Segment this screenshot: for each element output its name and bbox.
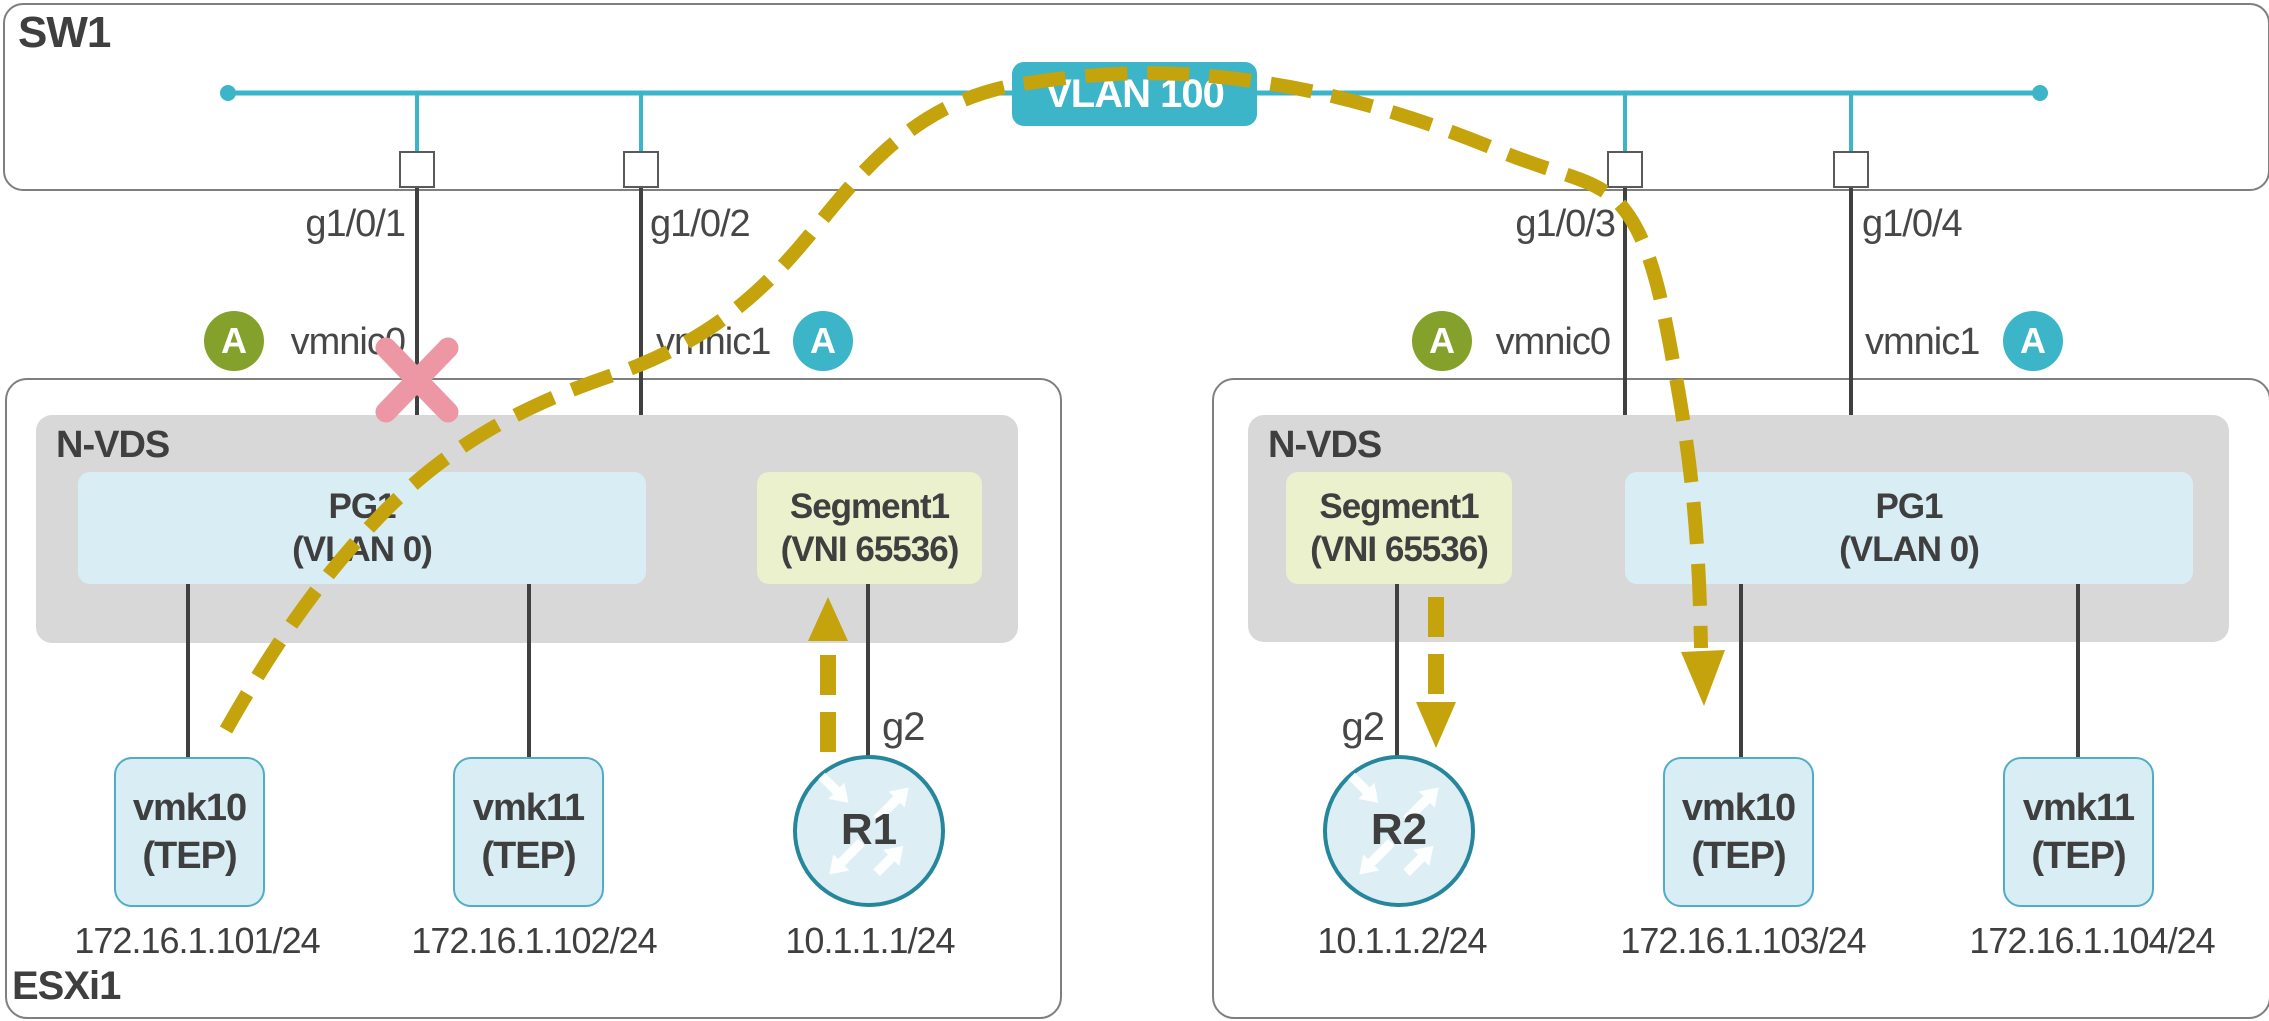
port-label-g101: g1/0/1 <box>305 203 406 245</box>
vmk-subtitle: (TEP) <box>481 835 576 877</box>
switch-title: SW1 <box>18 8 111 57</box>
portgroup-pg1-host2: PG1 (VLAN 0) <box>1625 472 2193 584</box>
vmk-title: vmk11 <box>472 787 585 829</box>
switch-port-icon-1 <box>399 151 435 188</box>
switch-port-icon-3 <box>1607 151 1643 188</box>
ip-label-vmk11-host2: 172.16.1.104/24 <box>1969 920 2215 961</box>
vmk10-box-host2: vmk10 (TEP) <box>1663 757 1814 907</box>
router-label: R2 <box>1370 805 1428 854</box>
port-label-g102: g1/0/2 <box>650 203 751 245</box>
vmk10-box-host1: vmk10 (TEP) <box>114 757 265 907</box>
switch-port-icon-2 <box>623 151 659 188</box>
vmk-subtitle: (TEP) <box>2031 835 2126 877</box>
teaming-badge-active-vmnic1-host2: A <box>2003 311 2063 371</box>
router-arrow-in-se <box>873 845 904 877</box>
router-node-r1: R1 <box>793 755 945 907</box>
router-arrow-ne <box>873 787 909 823</box>
router-port-label-r1: g2 <box>882 705 925 749</box>
badge-letter: A <box>2020 320 2046 361</box>
router-label: R1 <box>840 805 898 854</box>
segment-subtitle: (VNI 65536) <box>780 530 960 569</box>
portgroup-subtitle: (VLAN 0) <box>1839 530 1980 569</box>
nvds-label-host1: N-VDS <box>56 424 170 466</box>
portgroup-title: PG1 <box>328 487 396 526</box>
port-label-g104: g1/0/4 <box>1862 203 1963 245</box>
vmk-subtitle: (TEP) <box>1691 835 1786 877</box>
vmnic1-label-host2: vmnic1 <box>1865 321 1980 363</box>
badge-letter: A <box>810 320 836 361</box>
nvds-label-host2: N-VDS <box>1268 424 1382 466</box>
vmnic0-label-host2: vmnic0 <box>1495 321 1611 363</box>
port-label-g103: g1/0/3 <box>1515 203 1616 245</box>
router-icon <box>1348 772 1439 877</box>
esxi1-host-label: ESXi1 <box>12 964 121 1008</box>
vmk11-box-host1: vmk11 (TEP) <box>453 757 604 907</box>
badge-letter: A <box>1429 320 1455 361</box>
vmk-title: vmk11 <box>2022 787 2135 829</box>
router-node-r2: R2 <box>1323 755 1475 907</box>
segment-title: Segment1 <box>1319 487 1479 526</box>
vmk-title: vmk10 <box>1681 787 1796 829</box>
vmk-title: vmk10 <box>132 787 247 829</box>
segment1-host1: Segment1 (VNI 65536) <box>757 472 982 584</box>
segment-subtitle: (VNI 65536) <box>1310 530 1489 569</box>
ip-label-r2: 10.1.1.2/24 <box>1317 920 1487 961</box>
vmk11-box-host2: vmk11 (TEP) <box>2003 757 2154 907</box>
ip-label-r1: 10.1.1.1/24 <box>785 920 955 961</box>
router-port-label-r2: g2 <box>1341 705 1386 749</box>
router-icon <box>818 772 909 877</box>
router-arrow-sw <box>1359 839 1395 875</box>
segment1-host2: Segment1 (VNI 65536) <box>1286 472 1512 584</box>
portgroup-title: PG1 <box>1875 487 1943 526</box>
switch-port-icon-4 <box>1833 151 1869 188</box>
segment-title: Segment1 <box>789 487 950 526</box>
teaming-badge-active-vmnic1-host1: A <box>793 311 853 371</box>
badge-letter: A <box>221 320 247 361</box>
ip-label-vmk10-host1: 172.16.1.101/24 <box>74 920 320 961</box>
router-arrow-ne <box>1403 787 1439 823</box>
router-arrow-in-se <box>1403 845 1434 877</box>
vmnic0-label-host1: vmnic0 <box>290 321 406 363</box>
router-arrow-in-nw <box>1348 772 1379 803</box>
vmnic1-label-host1: vmnic1 <box>656 321 771 363</box>
portgroup-subtitle: (VLAN 0) <box>292 530 433 569</box>
router-arrow-in-nw <box>818 772 849 803</box>
ip-label-vmk10-host2: 172.16.1.103/24 <box>1620 920 1866 961</box>
vmk-subtitle: (TEP) <box>142 835 237 877</box>
router-arrow-sw <box>829 839 865 875</box>
vlan-100-badge: VLAN 100 <box>1012 62 1257 126</box>
ip-label-vmk11-host1: 172.16.1.102/24 <box>411 920 657 961</box>
portgroup-pg1-host1: PG1 (VLAN 0) <box>78 472 646 584</box>
